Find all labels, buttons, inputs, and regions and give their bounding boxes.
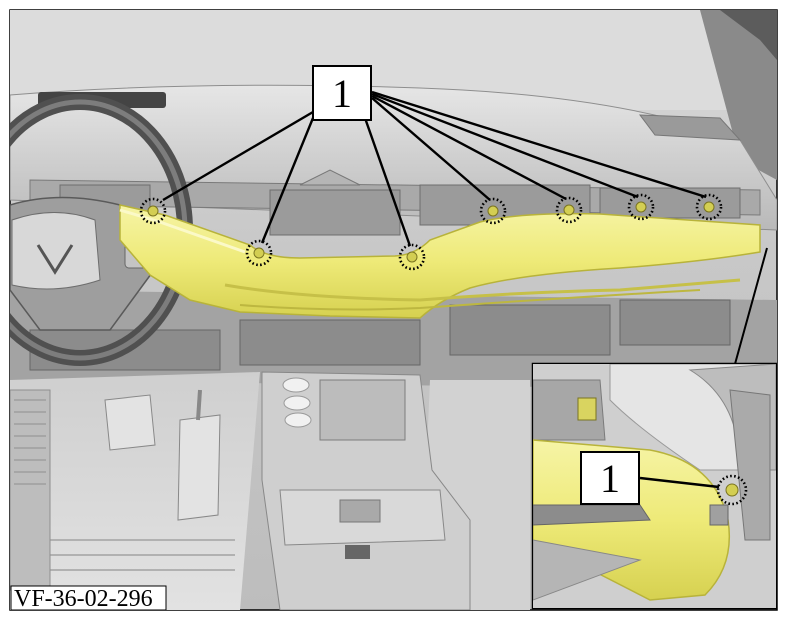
fastener-markers [139, 193, 723, 271]
highlighted-crossmember [119, 204, 761, 319]
fastener-marker [627, 193, 655, 221]
fastener-marker [695, 193, 723, 221]
fastener-marker [555, 196, 583, 224]
inset-connector-line [734, 247, 768, 365]
fastener-bolts [147, 201, 715, 263]
fastener-marker [245, 239, 273, 267]
inset-callout-box: 1 [580, 451, 640, 505]
figure-code: VF-36-02-296 [14, 586, 153, 612]
inset-callout-label: 1 [600, 456, 620, 501]
callout-leader-lines [162, 90, 707, 247]
inset-detail: 1 [531, 362, 778, 610]
callout-box: 1 [312, 65, 372, 121]
figure-code-label: VF-36-02-296 [10, 585, 167, 612]
fastener-marker [139, 197, 167, 225]
inset-leader-line [639, 476, 720, 489]
fastener-marker [479, 197, 507, 225]
callout-label: 1 [332, 71, 352, 116]
fastener-marker [398, 243, 426, 271]
inset-fastener-marker [716, 474, 748, 506]
main-view [10, 10, 777, 610]
